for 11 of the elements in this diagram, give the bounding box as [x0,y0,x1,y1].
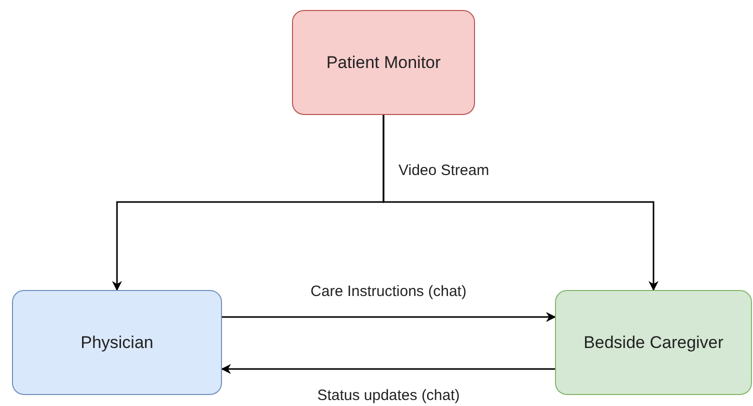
edge-label: Status updates (chat) [315,387,462,405]
process-box [292,10,475,115]
process-box [12,290,222,395]
arrow [221,364,555,374]
box-label: Bedside Caregiver [584,332,724,354]
edge-label: Care Instructions (chat) [308,283,468,301]
arrow [222,312,556,322]
process-box [555,290,752,395]
arrow [382,115,658,291]
box-label: Patient Monitor [326,52,441,74]
box-label: Physician [80,332,154,354]
